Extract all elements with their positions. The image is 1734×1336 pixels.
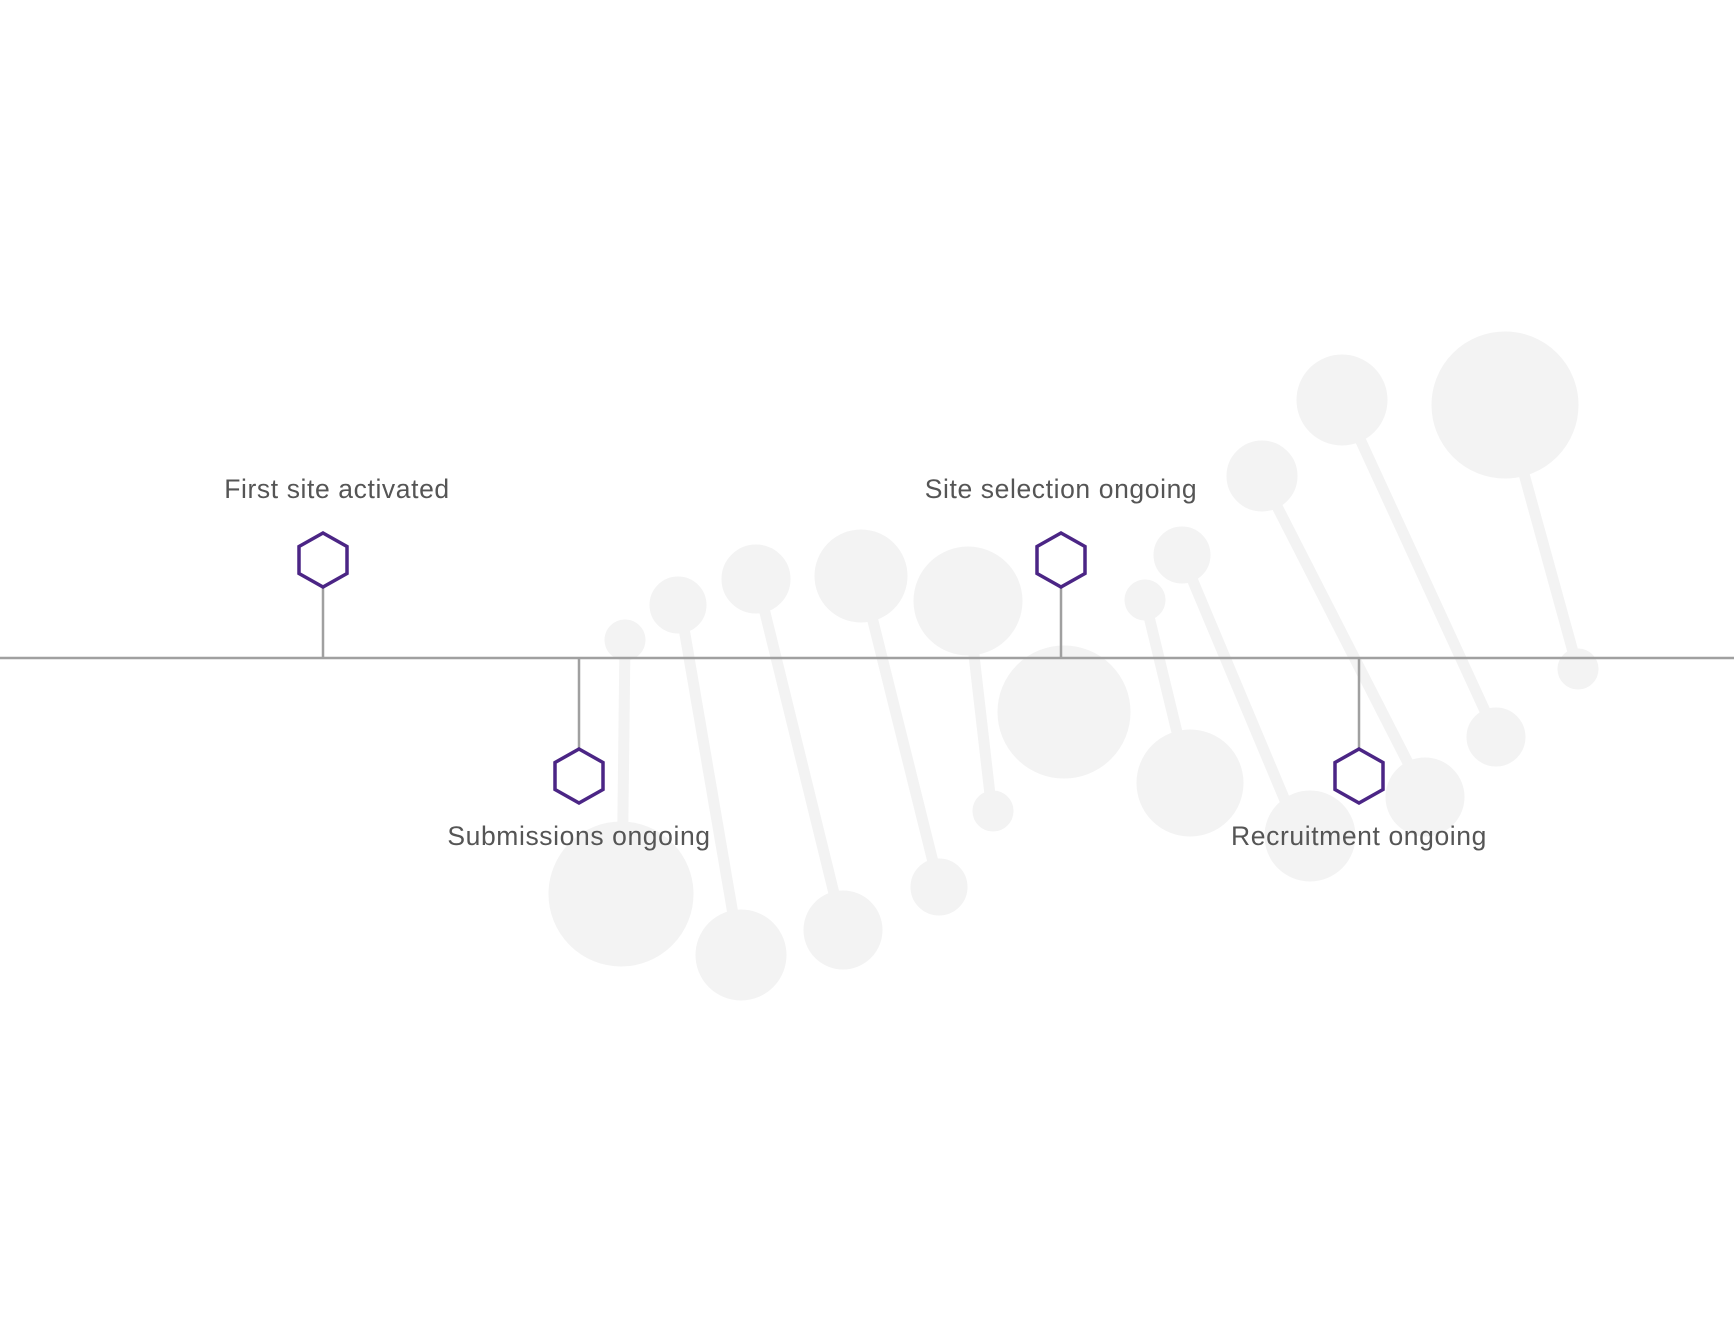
- milestone-label: Site selection ongoing: [925, 474, 1198, 504]
- milestone-site-selection-ongoing: Site selection ongoing: [925, 474, 1198, 658]
- milestone-label: First site activated: [224, 474, 450, 504]
- hexagon-icon: [553, 746, 605, 806]
- hexagon-icon: [1333, 746, 1385, 806]
- milestone-label: Recruitment ongoing: [1231, 821, 1487, 851]
- hexagon-icon: [297, 530, 349, 590]
- hexagon-icon: [1035, 530, 1087, 590]
- milestone-submissions-ongoing: Submissions ongoing: [447, 658, 710, 851]
- milestone-first-site-activated: First site activated: [224, 474, 450, 658]
- milestone-recruitment-ongoing: Recruitment ongoing: [1231, 658, 1487, 851]
- milestone-label: Submissions ongoing: [447, 821, 710, 851]
- dna-helix-icon: [548, 331, 1599, 1001]
